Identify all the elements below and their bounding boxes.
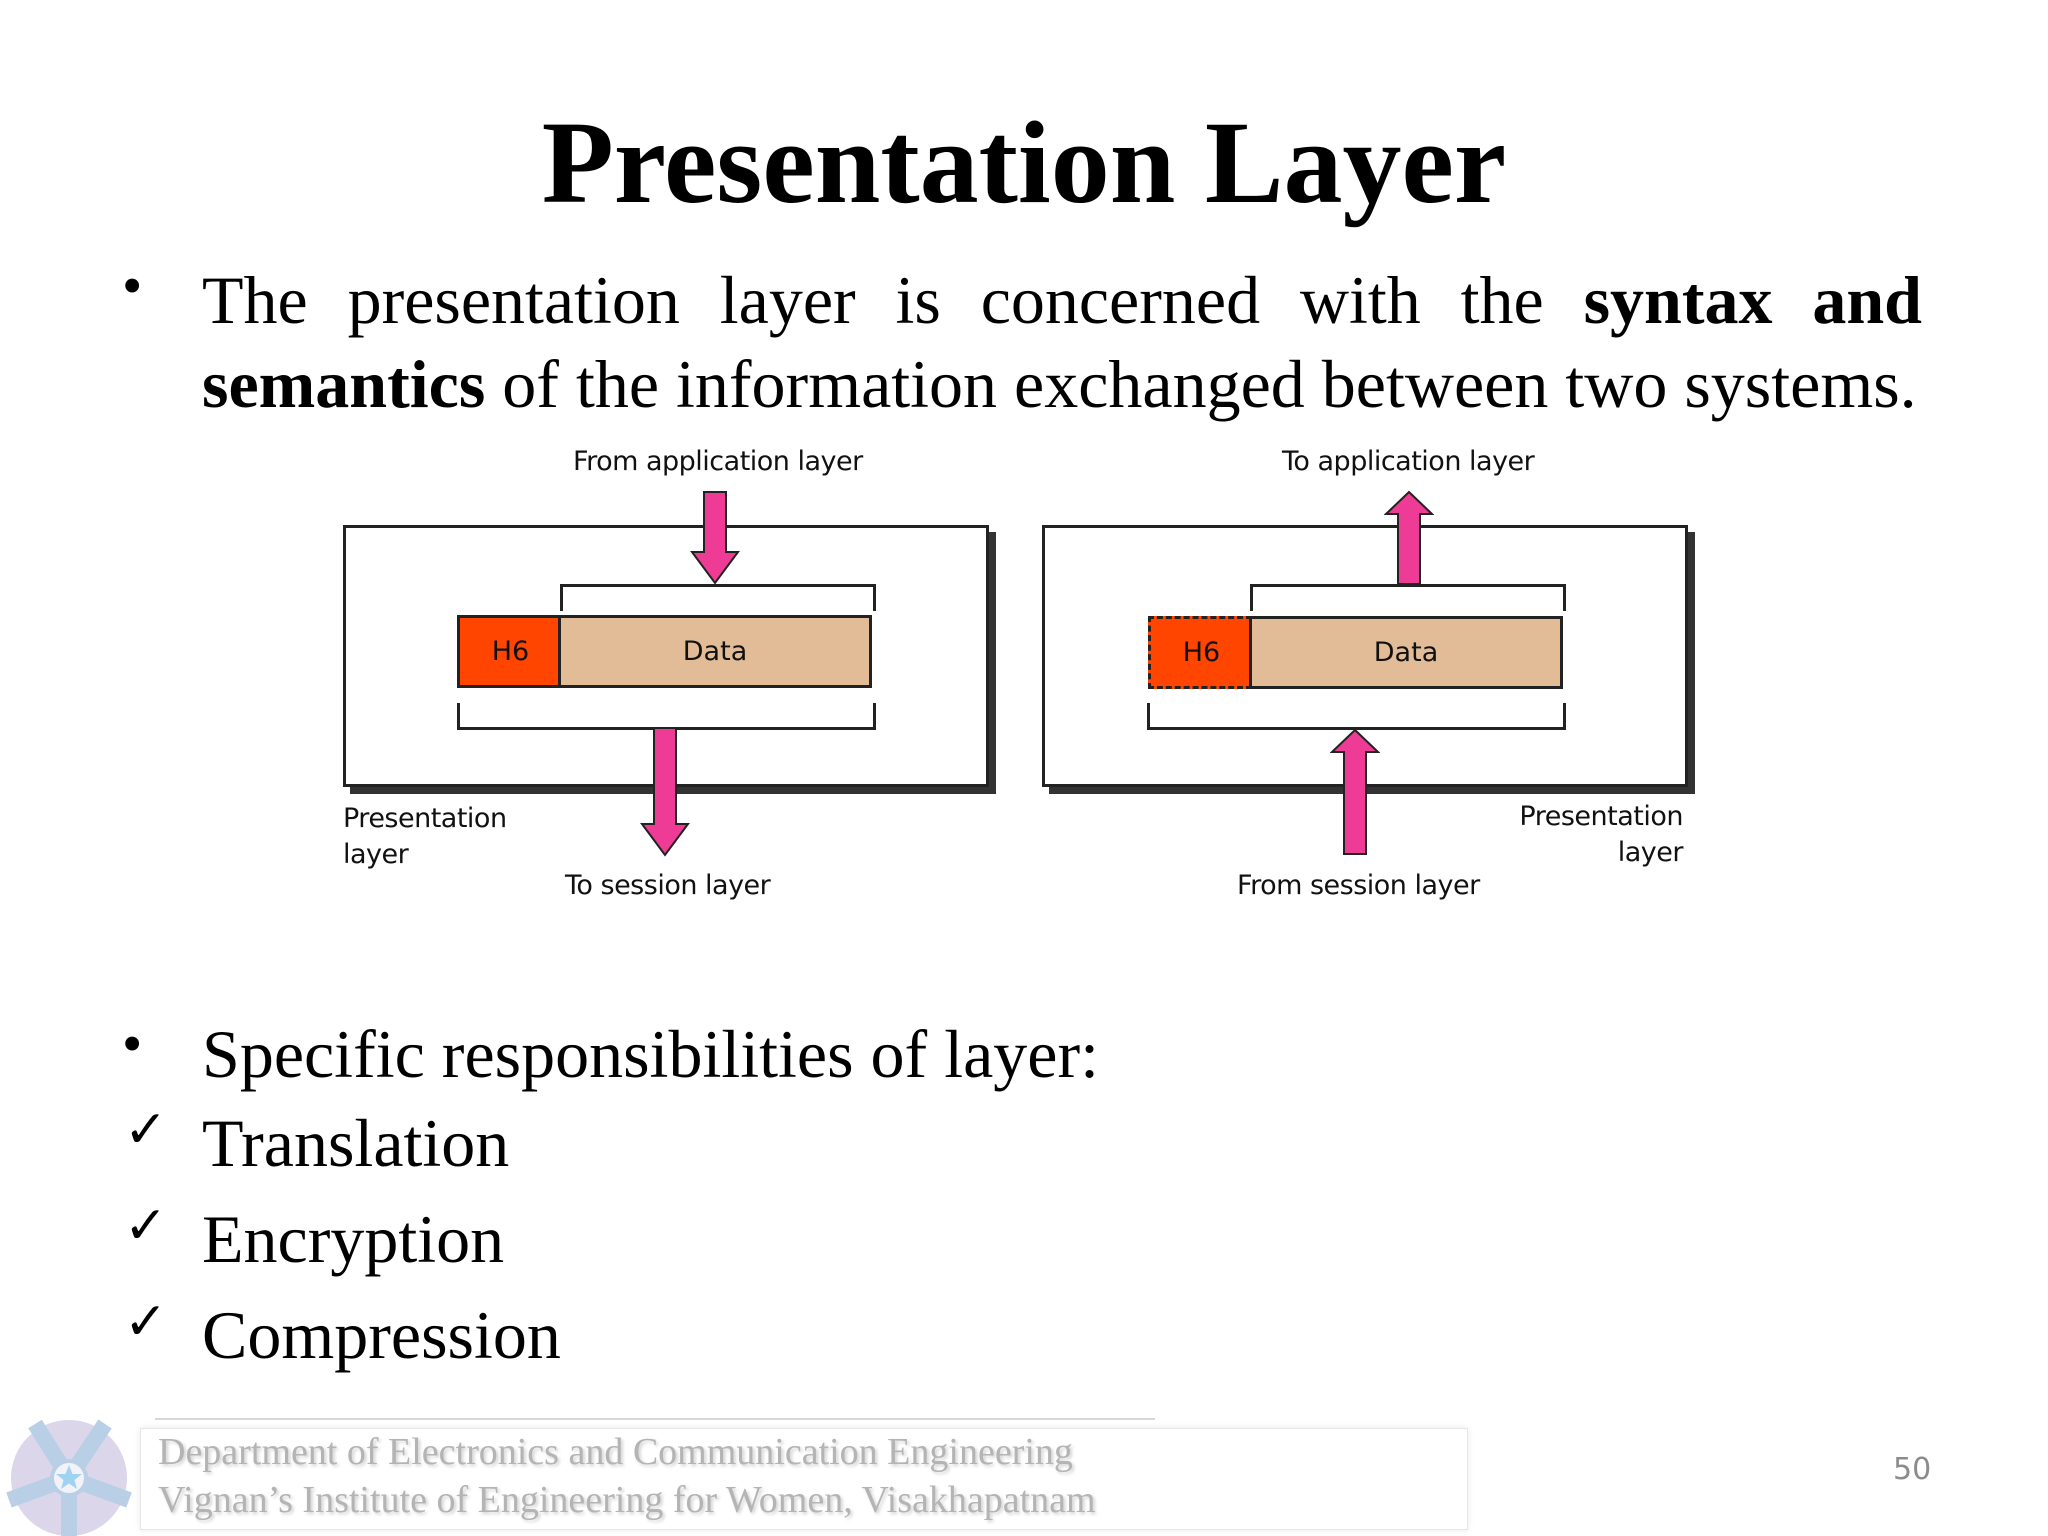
slide-title: Presentation Layer — [541, 97, 1507, 228]
packet-bracket-bottom — [457, 703, 876, 730]
intro-text-2: of the information exchanged between two… — [485, 346, 1917, 422]
up-arrow-icon — [1330, 728, 1380, 855]
data-payload-cell: Data — [558, 615, 872, 688]
presentation-layer-label-line2: layer — [343, 839, 409, 870]
intro-paragraph: The presentation layer is concerned with… — [202, 258, 1922, 426]
footer-divider — [155, 1418, 1155, 1420]
from-session-label: From session layer — [1237, 870, 1480, 901]
packet-bracket-bottom — [1147, 703, 1566, 730]
up-arrow-icon — [1384, 490, 1434, 585]
down-arrow-icon — [640, 728, 690, 857]
bullet-icon: • — [122, 1011, 143, 1076]
responsibility-translation: Translation — [202, 1105, 510, 1181]
presentation-layer-label-line1: Presentation — [343, 803, 507, 834]
data-bracket-top — [560, 584, 876, 611]
checkmark-icon: ✓ — [124, 1100, 168, 1160]
data-payload-cell: Data — [1249, 616, 1563, 689]
footer-department: Department of Electronics and Communicat… — [158, 1431, 1073, 1473]
checkmark-icon: ✓ — [124, 1292, 168, 1352]
responsibilities-heading: Specific responsibilities of layer: — [202, 1016, 1099, 1092]
footer-banner — [140, 1428, 1468, 1530]
down-arrow-icon — [690, 491, 740, 585]
footer-institute: Vignan’s Institute of Engineering for Wo… — [158, 1479, 1096, 1521]
to-application-label: To application layer — [1282, 446, 1535, 477]
from-application-label: From application layer — [573, 446, 863, 477]
to-session-label: To session layer — [565, 870, 771, 901]
presentation-layer-label-line2: layer — [1617, 837, 1684, 868]
h6-header-cell: H6 — [1148, 616, 1252, 689]
checkmark-icon: ✓ — [124, 1196, 168, 1256]
presentation-layer-label-line1: Presentation — [1519, 801, 1683, 832]
responsibility-encryption: Encryption — [202, 1201, 505, 1277]
data-bracket-top — [1250, 584, 1566, 611]
h6-header-cell: H6 — [457, 615, 561, 688]
page-number: 50 — [1893, 1452, 1932, 1487]
bullet-icon: • — [122, 253, 143, 318]
intro-text-1: The presentation layer is concerned with… — [202, 262, 1584, 338]
responsibility-compression: Compression — [202, 1297, 561, 1373]
intro-bold-text: syntax and semantics — [202, 262, 1922, 422]
institute-logo-icon — [6, 1419, 132, 1536]
